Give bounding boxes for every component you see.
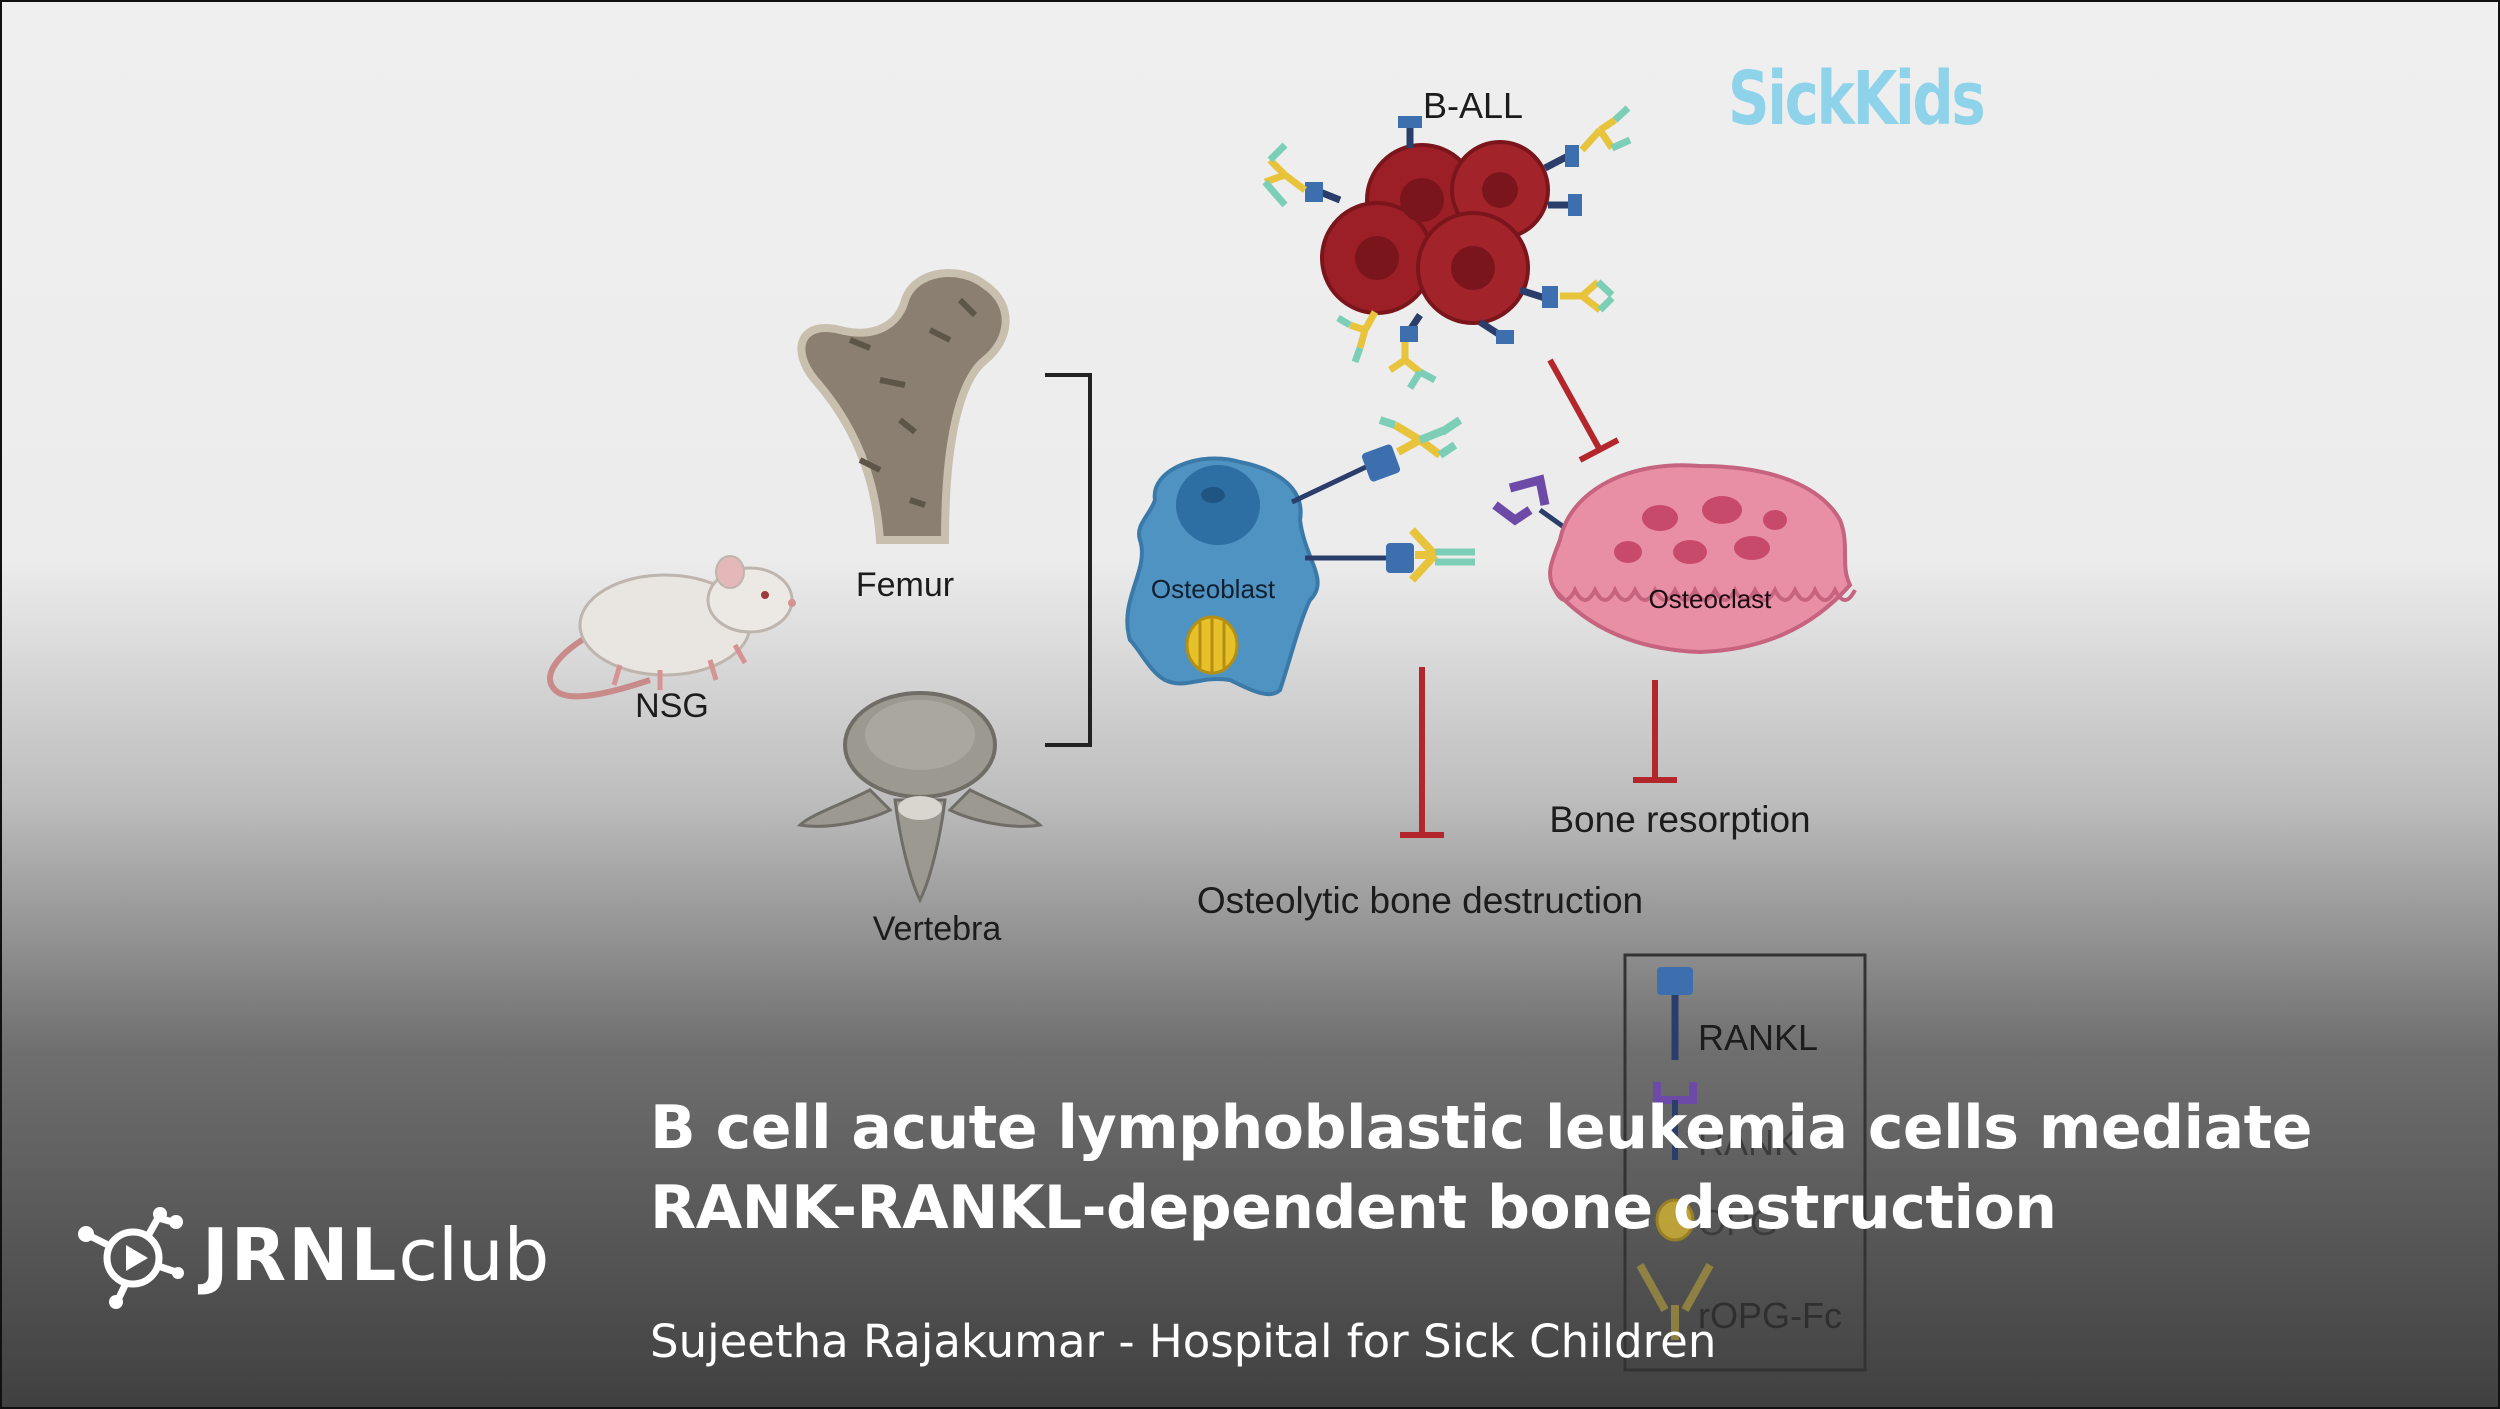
jrnlclub-logo: JRNLclub bbox=[78, 1200, 549, 1310]
mouse-illustration bbox=[547, 555, 796, 700]
vertebra-illustration bbox=[796, 691, 1044, 904]
legend-opg: OPG bbox=[1698, 1202, 1778, 1243]
slide-title: B cell acute lymphoblastic leukemia cell… bbox=[650, 1088, 2450, 1248]
legend-rankl: RANKL bbox=[1698, 1017, 1818, 1058]
nsg-label: NSG bbox=[635, 687, 709, 725]
jrnlclub-wordmark: JRNLclub bbox=[202, 1213, 549, 1297]
osteoblast-rankl-antibodies bbox=[1290, 416, 1475, 583]
osteoclast-label: Osteoclast bbox=[1649, 584, 1773, 614]
legend-ropg-fc: rOPG-Fc bbox=[1698, 1295, 1842, 1336]
inhibit-arrow-osteolytic bbox=[1400, 667, 1444, 838]
club-text: club bbox=[398, 1213, 550, 1297]
bracket-connector bbox=[1045, 373, 1092, 747]
bone-resorption-label: Bone resorption bbox=[1549, 799, 1810, 840]
title-line-2: RANK-RANKL-dependent bone destruction bbox=[650, 1173, 2057, 1243]
legend-rank: RANK bbox=[1698, 1122, 1798, 1163]
osteoblast-cell bbox=[1125, 456, 1320, 697]
osteoclast-cell bbox=[1548, 463, 1857, 655]
legend-box bbox=[1623, 953, 1867, 1372]
inhibit-arrow-bone-resorption bbox=[1633, 680, 1677, 783]
inhibit-arrow-ball-osteoclast bbox=[1547, 358, 1620, 463]
femur-label: Femur bbox=[856, 566, 954, 604]
molecule-play-icon bbox=[78, 1207, 184, 1309]
sickkids-logo: SickKids bbox=[1728, 56, 1986, 142]
b-all-cluster bbox=[1320, 140, 1550, 325]
osteolytic-label: Osteolytic bone destruction bbox=[1197, 880, 1643, 921]
tumor-antibodies bbox=[1262, 105, 1632, 390]
title-line-1: B cell acute lymphoblastic leukemia cell… bbox=[650, 1093, 2312, 1163]
vertebra-label: Vertebra bbox=[873, 910, 1002, 948]
b-all-label: B-ALL bbox=[1423, 85, 1523, 126]
osteoblast-label: Osteoblast bbox=[1151, 574, 1276, 604]
slide-subtitle: Sujeetha Rajakumar - Hospital for Sick C… bbox=[650, 1315, 1717, 1368]
femur-illustration bbox=[797, 269, 1010, 544]
jrnl-bold-text: JRNL bbox=[202, 1213, 399, 1297]
